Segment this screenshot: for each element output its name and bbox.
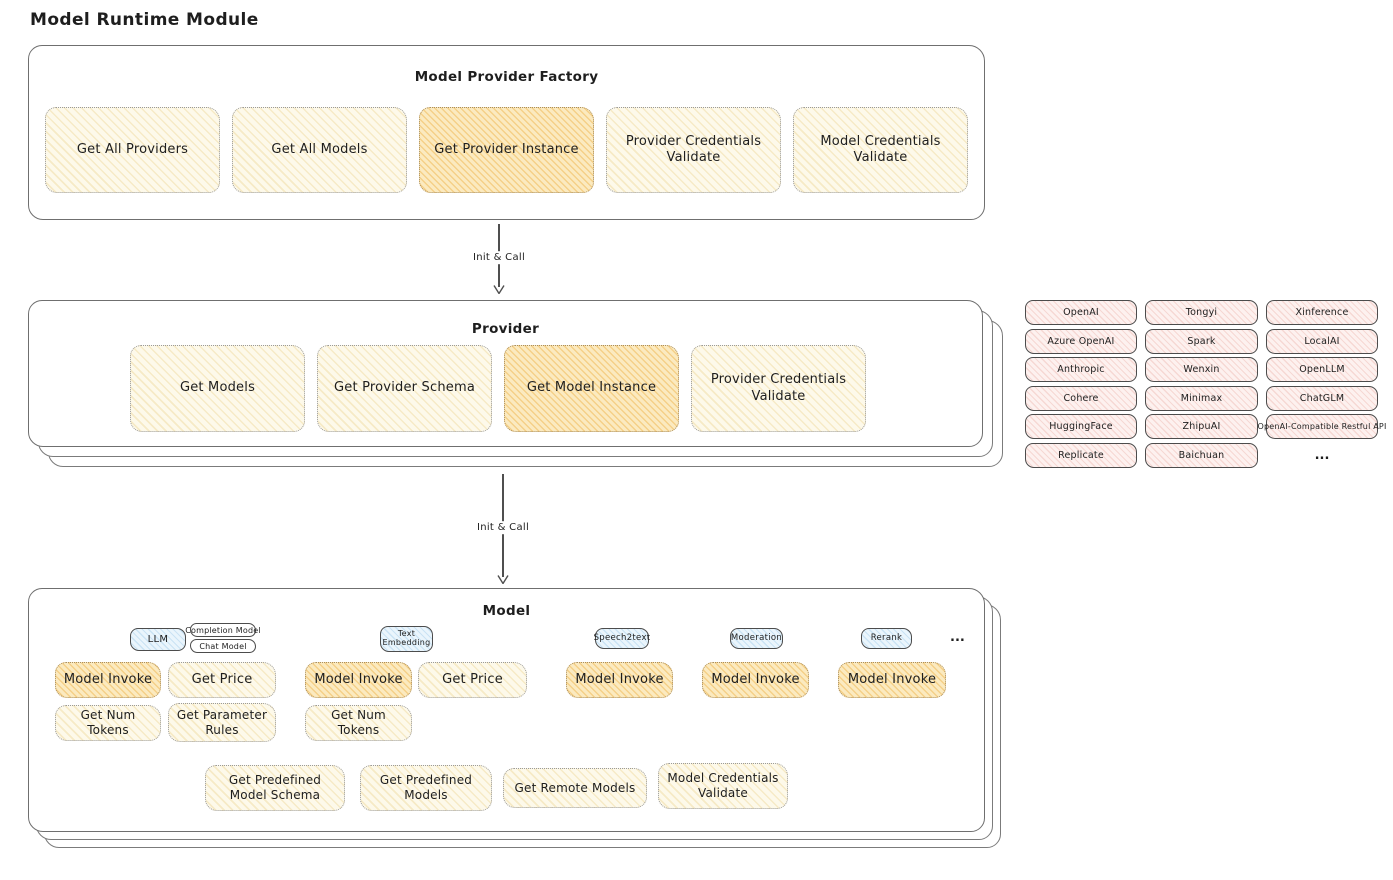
tab-speech2text: Speech2text [594,628,650,649]
init-call-arrow-2: Init & Call [471,474,535,584]
speech2text-model-invoke: Model Invoke [566,662,673,698]
provider-method-provider-credentials-validate: Provider Credentials Validate [691,345,866,432]
factory-method-get-all-providers: Get All Providers [45,107,220,193]
provider-chip-baichuan: Baichuan [1145,442,1258,468]
arrow-down-icon [497,575,509,584]
model-model-credentials-validate: Model Credentials Validate [658,763,788,809]
provider-chip-xinference: Xinference [1266,300,1378,325]
llm-get-price: Get Price [168,662,276,698]
factory-method-provider-credentials-validate: Provider Credentials Validate [606,107,781,193]
llm-model-invoke: Model Invoke [55,662,161,698]
tab-rerank: Rerank [861,628,912,649]
providers-ellipsis: ... [1314,447,1330,463]
model-get-predefined-models: Get Predefined Models [360,765,492,811]
model-get-predefined-model-schema: Get Predefined Model Schema [205,765,345,811]
provider-chip-anthropic: Anthropic [1025,357,1137,382]
init-call-arrow-1: Init & Call [467,224,531,294]
rerank-model-invoke: Model Invoke [838,662,946,698]
moderation-model-invoke: Model Invoke [702,662,809,698]
provider-chip-cohere: Cohere [1025,385,1137,411]
page-title: Model Runtime Module [30,10,259,30]
factory-method-get-provider-instance: Get Provider Instance [419,107,594,193]
model-title: Model [482,603,531,619]
provider-chip-huggingface: HuggingFace [1025,414,1137,439]
provider-chip-openai-compatible-restful-api: OpenAI-Compatible Restful API [1258,414,1386,439]
text-embedding-model-invoke: Model Invoke [305,662,412,698]
factory-method-get-all-models: Get All Models [232,107,407,193]
llm-get-parameter-rules: Get Parameter Rules [168,703,276,742]
tab-chat-model: Chat Model [190,639,256,653]
tab-moderation: Moderation [730,628,783,649]
provider-chip-azure-openai: Azure OpenAI [1025,328,1137,354]
provider-title: Provider [471,321,540,337]
provider-chip-openllm: OpenLLM [1266,357,1378,382]
provider-chip-openai: OpenAI [1025,300,1137,325]
factory-method-model-credentials-validate: Model Credentials Validate [793,107,968,193]
provider-chip-zhipuai: ZhipuAI [1145,414,1258,439]
model-get-remote-models: Get Remote Models [503,768,647,808]
text-embedding-get-price: Get Price [418,662,527,698]
providers-panel: OpenAI Tongyi Xinference Azure OpenAI Sp… [1025,300,1386,468]
provider-method-get-provider-schema: Get Provider Schema [317,345,492,432]
provider-method-get-models: Get Models [130,345,305,432]
factory-title: Model Provider Factory [414,69,599,85]
provider-chip-minimax: Minimax [1145,385,1258,411]
tab-text-embedding: Text Embedding [380,626,433,652]
model-tabs-ellipsis: ... [950,630,965,645]
provider-chip-localai: LocalAI [1266,328,1378,354]
init-call-label-2: Init & Call [471,521,535,535]
provider-method-get-model-instance: Get Model Instance [504,345,679,432]
arrow-down-icon [493,285,505,294]
tab-completion-model: Completion Model [185,623,261,637]
init-call-label-1: Init & Call [467,251,531,265]
provider-chip-tongyi: Tongyi [1145,300,1258,325]
provider-chip-replicate: Replicate [1025,442,1137,468]
text-embedding-get-num-tokens: Get Num Tokens [305,705,412,741]
provider-chip-spark: Spark [1145,328,1258,354]
tab-llm: LLM [130,628,186,651]
provider-chip-chatglm: ChatGLM [1266,385,1378,411]
llm-get-num-tokens: Get Num Tokens [55,705,161,741]
provider-chip-wenxin: Wenxin [1145,357,1258,382]
